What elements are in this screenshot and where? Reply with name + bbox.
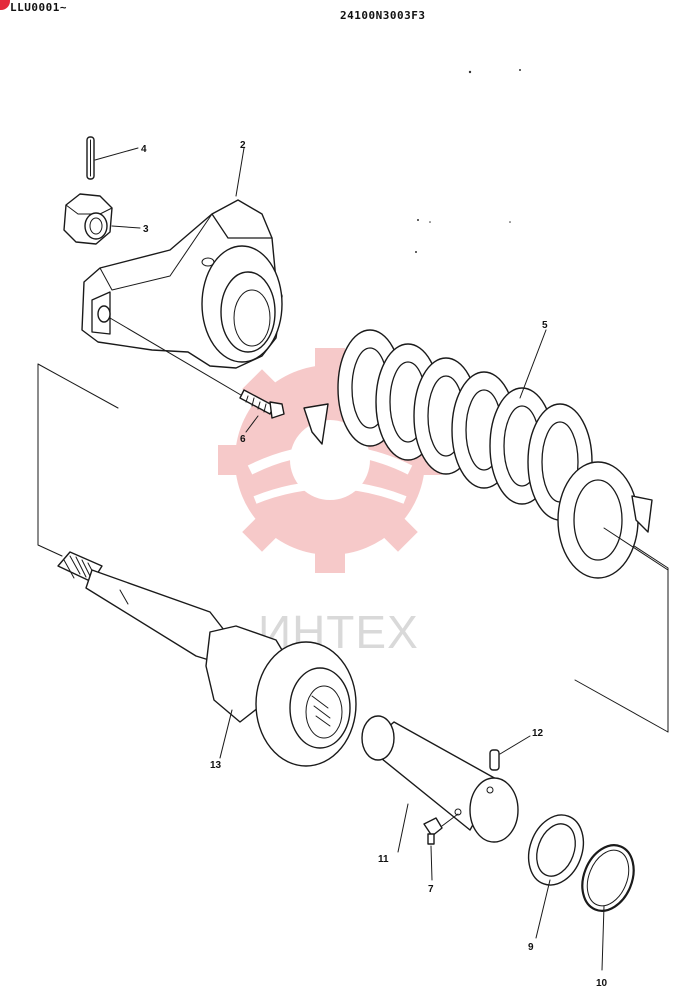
callout-3: 3 [143, 224, 149, 235]
part-11-cylinder-sleeve [361, 715, 519, 853]
callout-2: 2 [240, 140, 246, 151]
part-3-hex-nut [63, 193, 141, 245]
header-drawing-number: 24100N3003F3 [340, 9, 426, 22]
part-10-snap-ring [581, 844, 635, 971]
part-7-grease-fitting [423, 813, 459, 881]
part-5-coil-spring [303, 329, 669, 579]
part-2-yoke-bracket [81, 147, 283, 369]
part-9-seal-ring [527, 814, 585, 939]
header-left-code: LLU0001~ [10, 1, 67, 14]
part-6-bolt [109, 317, 285, 433]
callout-12: 12 [532, 728, 544, 739]
callout-7: 7 [428, 884, 434, 895]
callout-9: 9 [528, 942, 534, 953]
part-13-rod-with-flange [57, 551, 357, 767]
part-12-dowel-pin [489, 735, 531, 771]
assembly-frame-lines [37, 363, 669, 733]
callout-6: 6 [240, 434, 246, 445]
corner-marker-dot [0, 0, 10, 10]
callout-5: 5 [542, 320, 548, 331]
callout-10: 10 [596, 978, 608, 989]
scan-specks [415, 69, 521, 253]
callout-4: 4 [141, 144, 147, 155]
callout-13: 13 [210, 760, 222, 771]
part-4-cotter-pin [86, 136, 139, 180]
callout-11: 11 [378, 854, 389, 865]
callout-labels: 4 3 2 5 6 13 12 11 7 9 10 [141, 140, 608, 989]
